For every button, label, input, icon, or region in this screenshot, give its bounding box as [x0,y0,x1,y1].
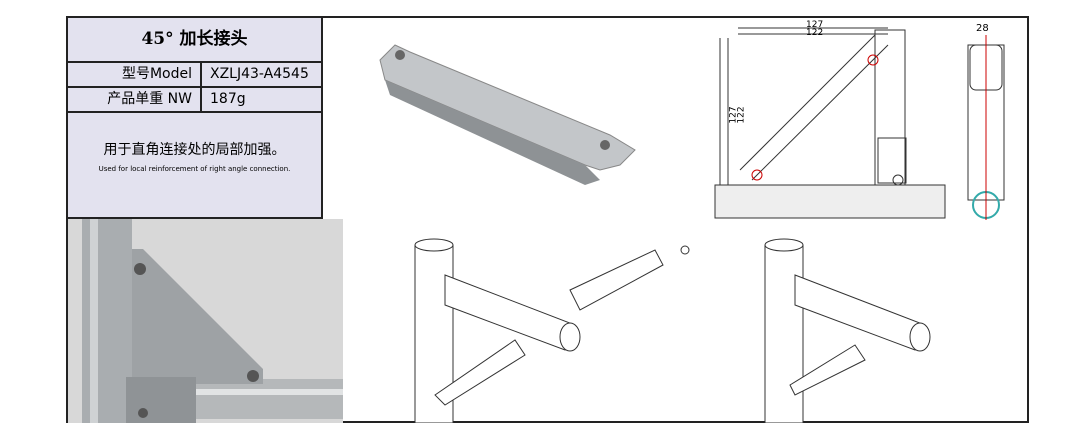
description: 用于直角连接处的局部加强。 Used for local reinforceme… [68,113,321,173]
spec-table: 45° 加长接头 型号Model XZLJ43-A4545 产品单重 NW 18… [66,16,323,219]
weight-row: 产品单重 NW 187g [68,88,321,113]
technical-drawing [714,27,1005,220]
sheet-frame [66,16,1029,423]
description-en: Used for local reinforcement of right an… [98,165,291,173]
model-label: 型号Model [68,63,202,86]
product-title: 45° 加长接头 [68,18,321,63]
dim-width-outer: 127 [806,20,824,30]
model-row: 型号Model XZLJ43-A4545 [68,63,321,88]
description-cn: 用于直角连接处的局部加强。 [103,142,286,158]
weight-label: 产品单重 NW [68,88,202,111]
dim-height-inner: 122 [736,106,747,124]
weight-value: 187g [210,91,246,107]
dim-thickness: 28 [976,23,989,34]
assembly-installed-drawing [764,238,931,423]
dim-width-inner: 122 [806,28,824,38]
installed-photo [68,219,343,423]
model-value: XZLJ43-A4545 [210,66,309,82]
product-render [379,44,636,185]
assembly-exploded-drawing [414,238,690,423]
